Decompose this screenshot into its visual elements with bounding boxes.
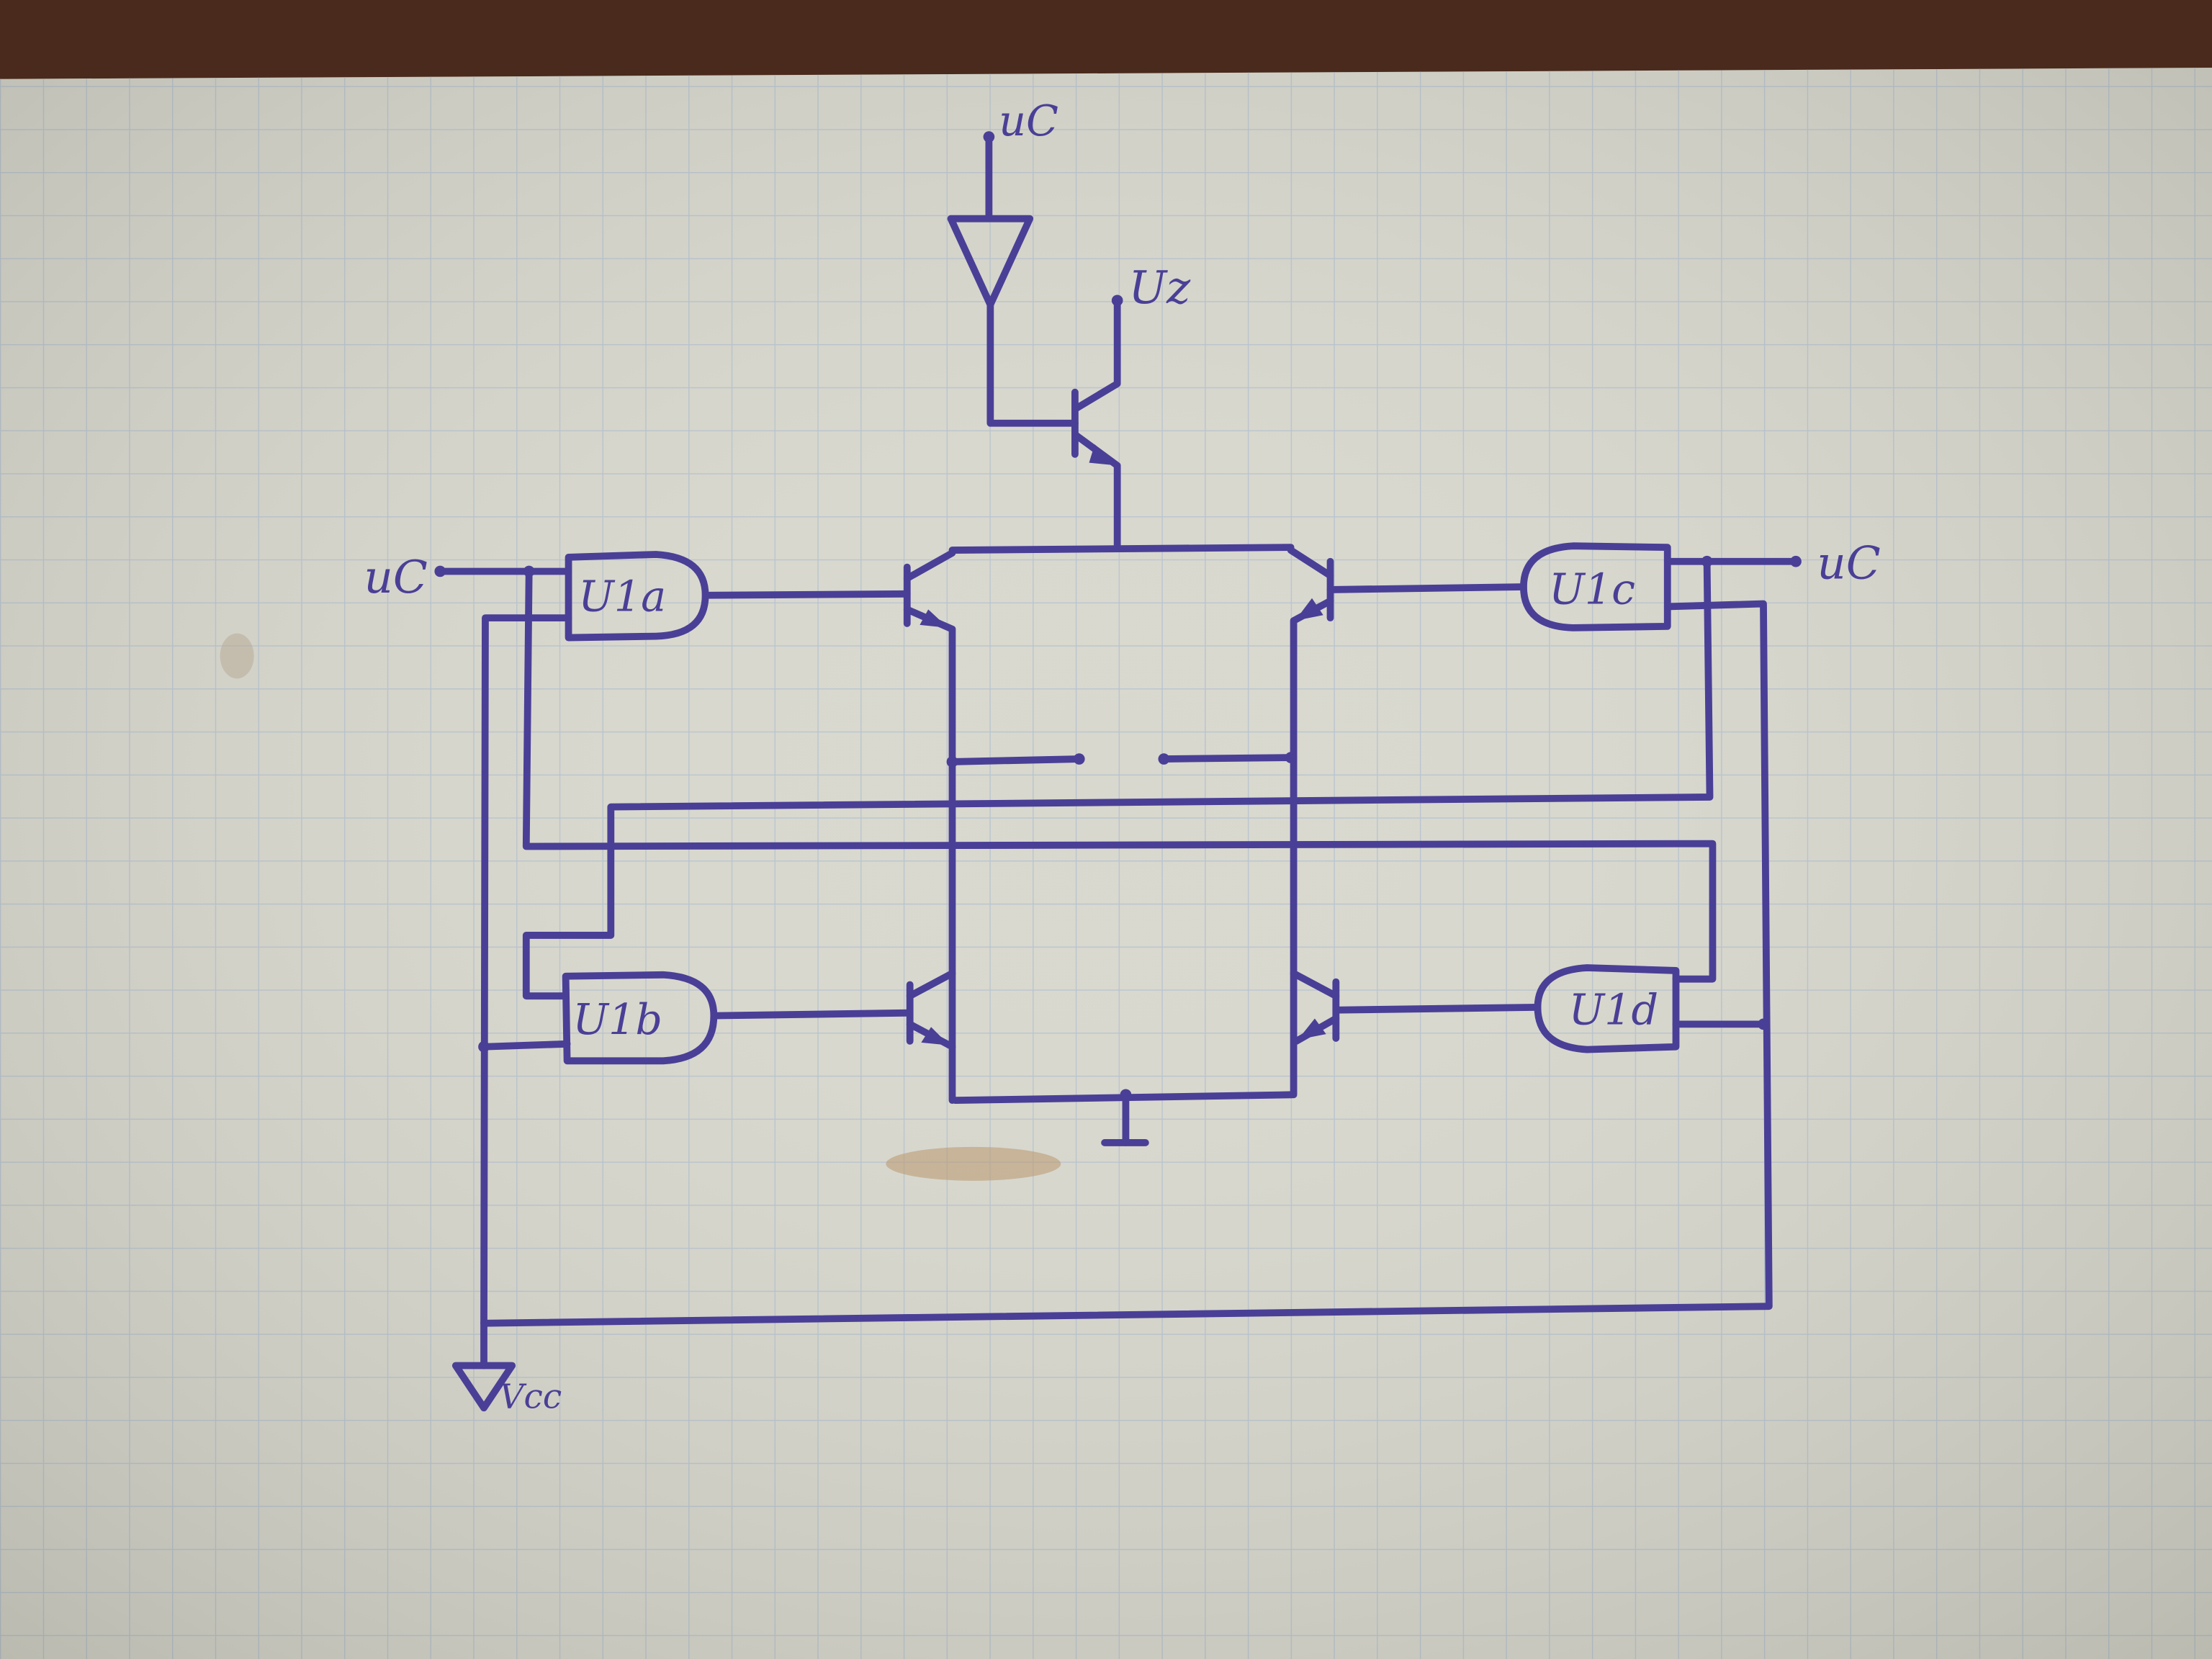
- gate-u1c-label: U1c: [1549, 565, 1635, 614]
- wire: [1332, 1003, 1542, 1014]
- wire: [701, 590, 911, 599]
- top-transistor: [1071, 297, 1121, 552]
- motor-terminals: [946, 752, 1298, 768]
- wire-uc-to-u1b: [522, 557, 1714, 1000]
- top-input-label: uC: [999, 96, 1058, 145]
- gate-u1c: U1c: [1520, 542, 1671, 631]
- wire: [480, 1040, 571, 1051]
- vcc-label: Vcc: [500, 1377, 562, 1416]
- gate-u1b-label: U1b: [572, 994, 662, 1044]
- ground-symbol: [1101, 1089, 1149, 1146]
- left-input-node: uC: [364, 551, 446, 603]
- top-input-node: uC: [983, 96, 1058, 145]
- paper-shading: [0, 68, 2212, 1659]
- right-input-label: uC: [1817, 536, 1880, 589]
- supply-label: Uz: [1128, 261, 1191, 314]
- gate-u1b: U1b: [562, 971, 718, 1065]
- gate-u1a: U1a: [565, 551, 709, 642]
- wire: [710, 1009, 914, 1020]
- wire: [986, 301, 1079, 427]
- left-input-label: uC: [364, 551, 427, 603]
- wire: [1326, 583, 1527, 593]
- wire-vcc-left: [480, 614, 572, 1327]
- top-rail: [948, 544, 1295, 554]
- wire-uc-to-u1d: [522, 567, 1717, 983]
- stain-mark: [886, 1146, 1061, 1181]
- stain-mark: [220, 633, 254, 679]
- gate-u1a-label: U1a: [578, 571, 666, 621]
- supply-node: Uz: [1111, 261, 1191, 314]
- buffer-triangle: [947, 215, 1034, 309]
- gate-u1d: U1d: [1534, 964, 1680, 1053]
- wire-vcc-loop: [480, 600, 1773, 1327]
- vcc-symbol: Vcc: [451, 1319, 562, 1416]
- gate-u1d-label: U1d: [1569, 984, 1659, 1034]
